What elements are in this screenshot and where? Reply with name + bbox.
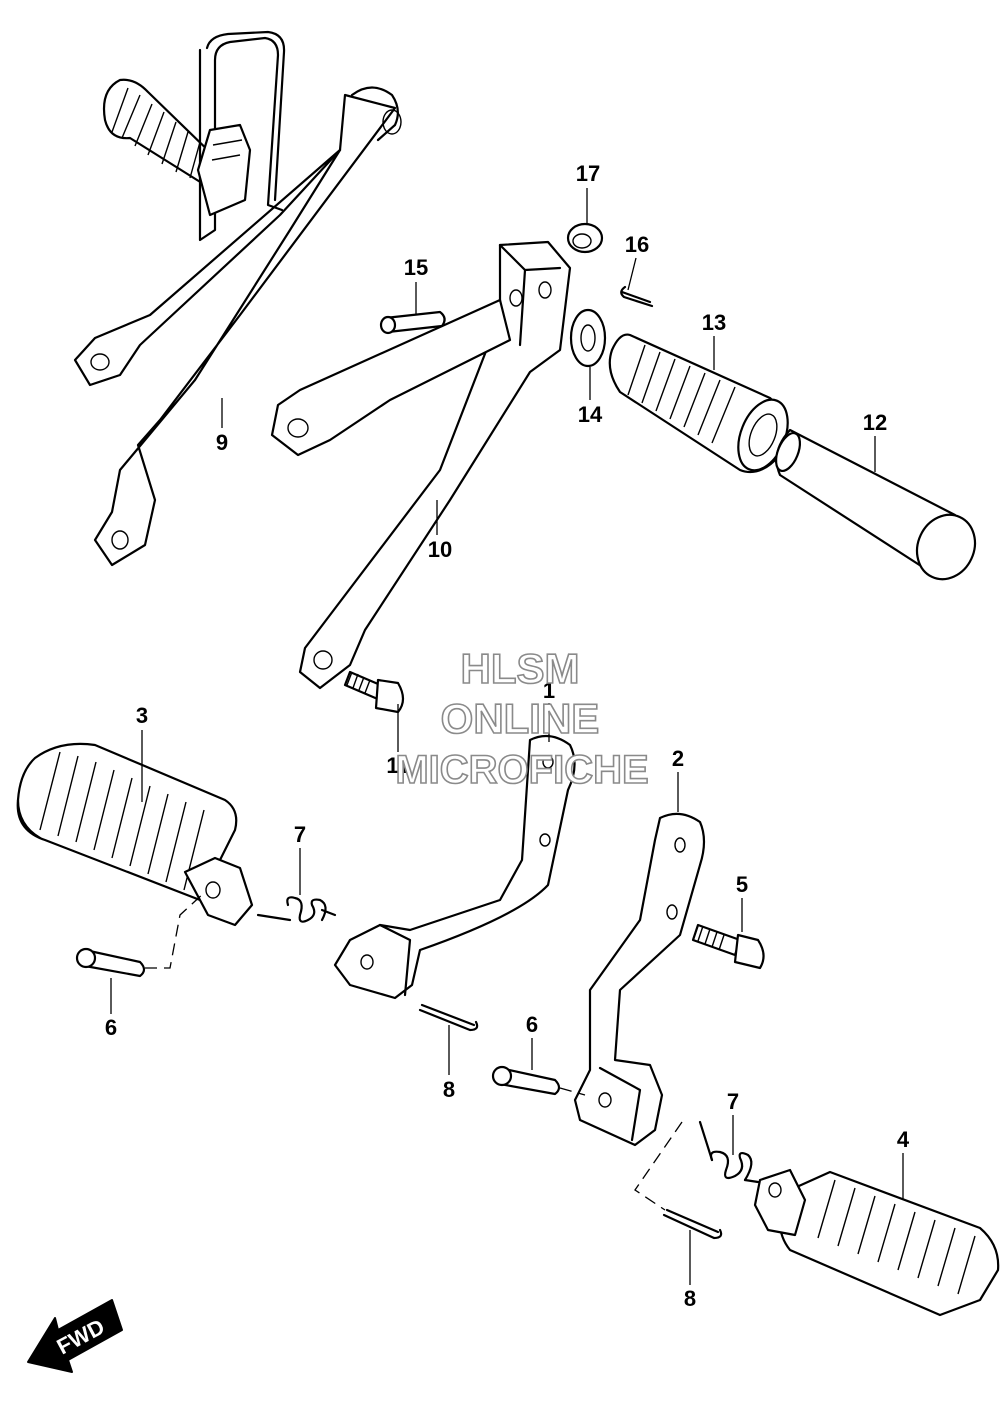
part-7-spring-right [698,1120,760,1184]
part-13-grip [608,333,789,474]
callout-6-left[interactable]: 6 [105,1015,117,1040]
callout-16[interactable]: 16 [625,232,649,257]
part-8-cotter-pin-center [418,1003,479,1032]
callout-10[interactable]: 10 [428,537,452,562]
callout-6-right[interactable]: 6 [526,1012,538,1037]
part-5-bolt [691,923,765,970]
callout-4[interactable]: 4 [897,1127,910,1152]
part-8-cotter-pin-right [662,1208,723,1240]
watermark-line-3: MICROFICHE [395,748,648,792]
part-1-bracket [333,734,576,1000]
callout-12[interactable]: 12 [863,410,887,435]
part-9-bracket [73,30,402,567]
part-6-pin-left [75,947,146,978]
part-7-spring-left [256,896,337,923]
part-11-bolt [343,670,405,714]
part-12-shaft [774,428,977,581]
callout-3[interactable]: 3 [136,703,148,728]
part-4-footrest [753,1168,1000,1317]
callout-13[interactable]: 13 [702,310,726,335]
callout-8-center[interactable]: 8 [443,1077,455,1102]
part-14-washer [569,308,607,368]
callout-7-left[interactable]: 7 [294,822,306,847]
callout-17[interactable]: 17 [576,161,600,186]
callouts: 9 10 15 17 16 13 14 12 11 3 7 1 2 5 6 8 … [105,161,910,1311]
callout-8-right[interactable]: 8 [684,1286,696,1311]
part-6-pin-right [491,1065,561,1096]
callout-2[interactable]: 2 [672,746,684,771]
part-16-cotter-pin [620,285,654,308]
watermark: HLSM ONLINE MICROFICHE [395,644,650,793]
callout-9[interactable]: 9 [216,430,228,455]
part-10-bracket [270,240,572,690]
part-17-cap [566,222,604,254]
watermark-line-2: ONLINE [441,695,600,742]
part-15-pin [379,310,446,335]
callout-11[interactable]: 11 [386,753,409,778]
leader-lines [110,188,904,1285]
callout-7-right[interactable]: 7 [727,1089,739,1114]
callout-15[interactable]: 15 [404,255,428,280]
assembly-lines [145,891,683,1211]
fwd-badge: FWD [27,1299,123,1373]
part-3-footrest [16,742,254,927]
callout-14[interactable]: 14 [578,402,603,427]
callout-5[interactable]: 5 [736,872,748,897]
part-2-bracket [573,812,706,1147]
watermark-line-1: HLSM [461,645,580,692]
fwd-arrow-icon [27,1299,123,1373]
callout-1[interactable]: 1 [543,678,555,703]
